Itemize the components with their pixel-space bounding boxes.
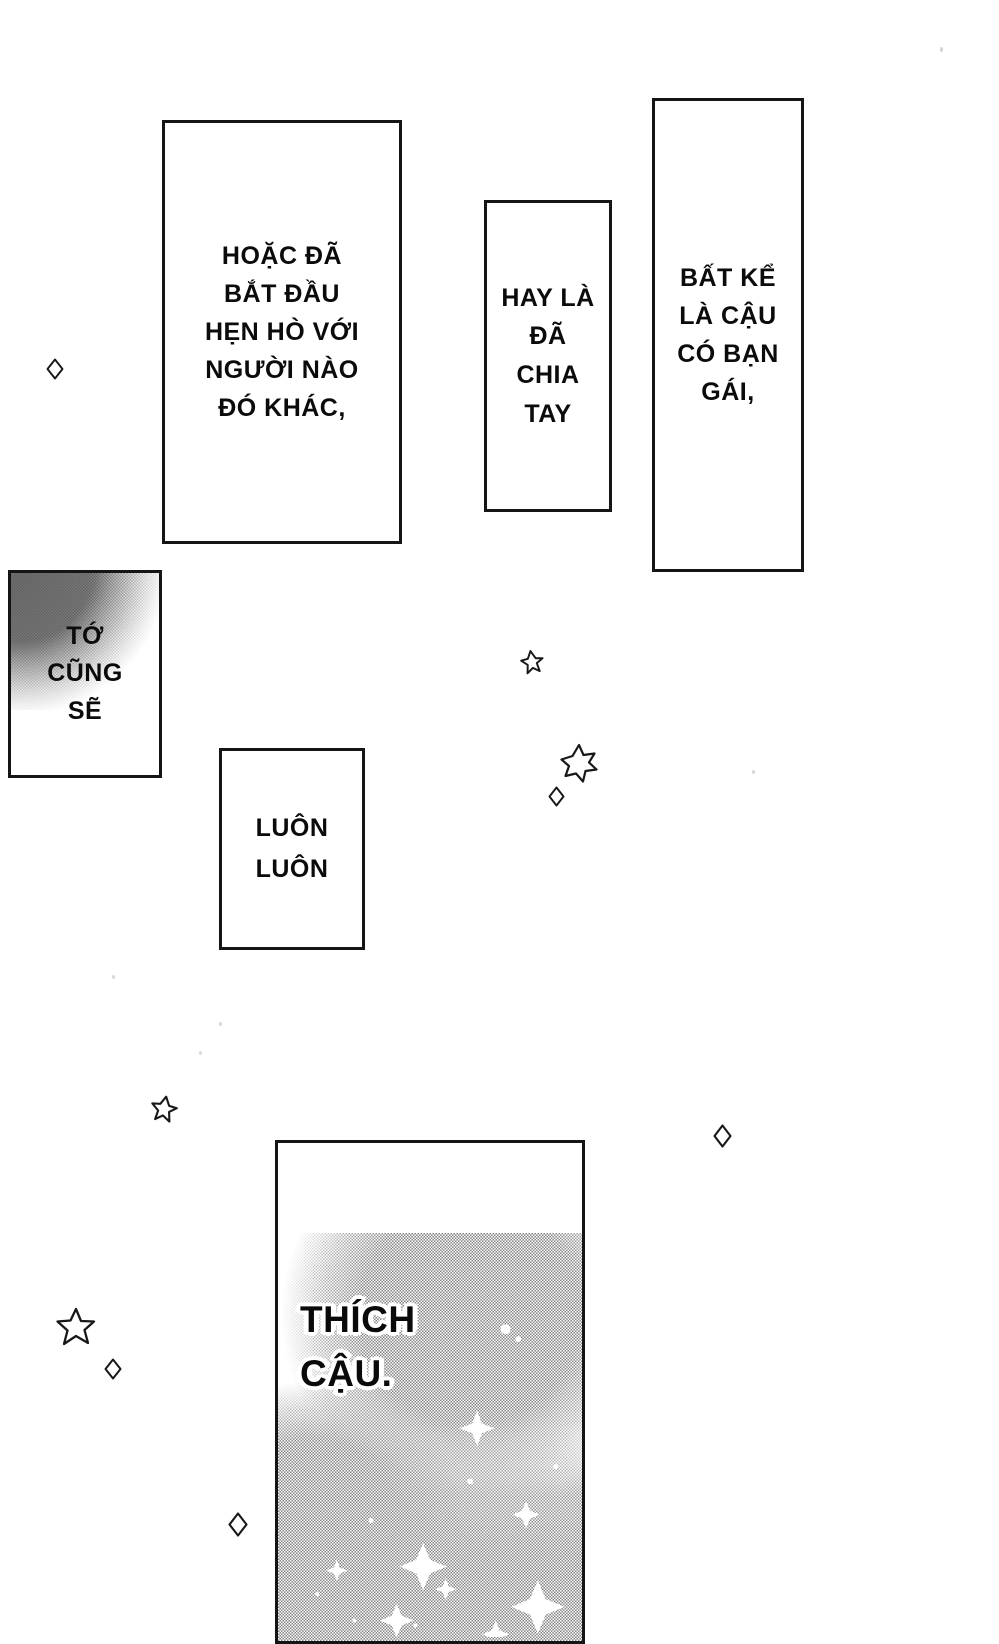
paper-speck (940, 47, 943, 52)
panel-hay-la: HAY LÀ ĐÃ CHIA TAY (484, 200, 612, 512)
panel-bat-ke-text: BẤT KỂ LÀ CẬU CÓ BẠN GÁI, (677, 264, 779, 406)
panel-luon-luon-text: LUÔN LUÔN (255, 813, 329, 883)
diamond-icon (228, 1512, 248, 1537)
panel-to-cung-se: TỚ CŨNG SẼ (8, 570, 162, 778)
panel-thich-cau: THÍCH CẬU. (275, 1140, 585, 1644)
paper-speck (752, 770, 755, 774)
diamond-icon (713, 1124, 732, 1148)
screentone-gradient (11, 573, 159, 711)
panel-bat-ke: BẤT KỂ LÀ CẬU CÓ BẠN GÁI, (652, 98, 804, 572)
panel-thich-cau-text: THÍCH CẬU. (300, 1299, 416, 1394)
diamond-icon (548, 786, 565, 807)
diamond-icon (104, 1358, 122, 1380)
panel-hoac-da: HOẶC ĐÃ BẮT ĐẦU HẸN HÒ VỚI NGƯỜI NÀO ĐÓ … (162, 120, 402, 544)
panel-hay-la-text: HAY LÀ ĐÃ CHIA TAY (501, 283, 595, 428)
paper-speck (112, 975, 115, 979)
star-icon (54, 1306, 98, 1350)
panel-hoac-da-text: HOẶC ĐÃ BẮT ĐẦU HẸN HÒ VỚI NGƯỜI NÀO ĐÓ … (204, 242, 360, 422)
paper-speck (199, 1051, 202, 1055)
panel-luon-luon: LUÔN LUÔN (219, 748, 365, 950)
diamond-icon (46, 358, 64, 380)
star-icon (149, 1094, 179, 1124)
paper-speck (219, 1022, 222, 1026)
star-icon (558, 742, 600, 784)
star-icon (518, 648, 546, 676)
panel-to-cung-se-text: TỚ CŨNG SẼ (47, 621, 123, 725)
